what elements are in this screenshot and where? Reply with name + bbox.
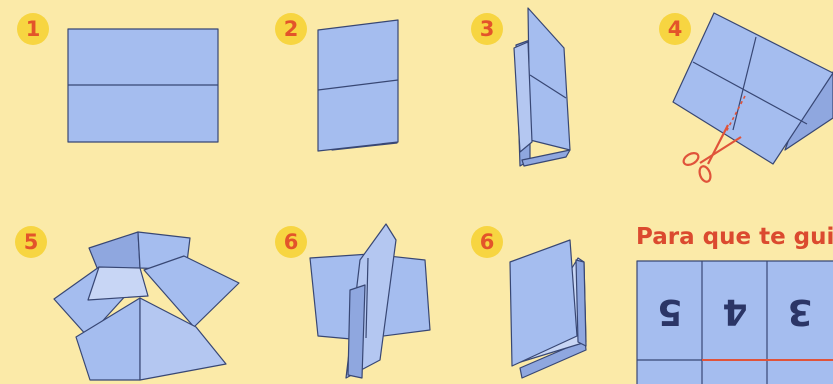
step-6b-booklet: [510, 240, 586, 378]
guide-cell-3: 3: [787, 291, 812, 332]
step-6a-sheet: [310, 224, 430, 378]
step-1-sheet: [68, 29, 218, 142]
guide-cell-4: 4: [722, 291, 747, 332]
step-5-sheet: [54, 232, 239, 380]
step-4-sheet: [673, 13, 833, 164]
step-2-sheet: [318, 20, 398, 151]
step-3-sheet: [514, 8, 570, 166]
guide-cell-5: 5: [657, 291, 682, 332]
